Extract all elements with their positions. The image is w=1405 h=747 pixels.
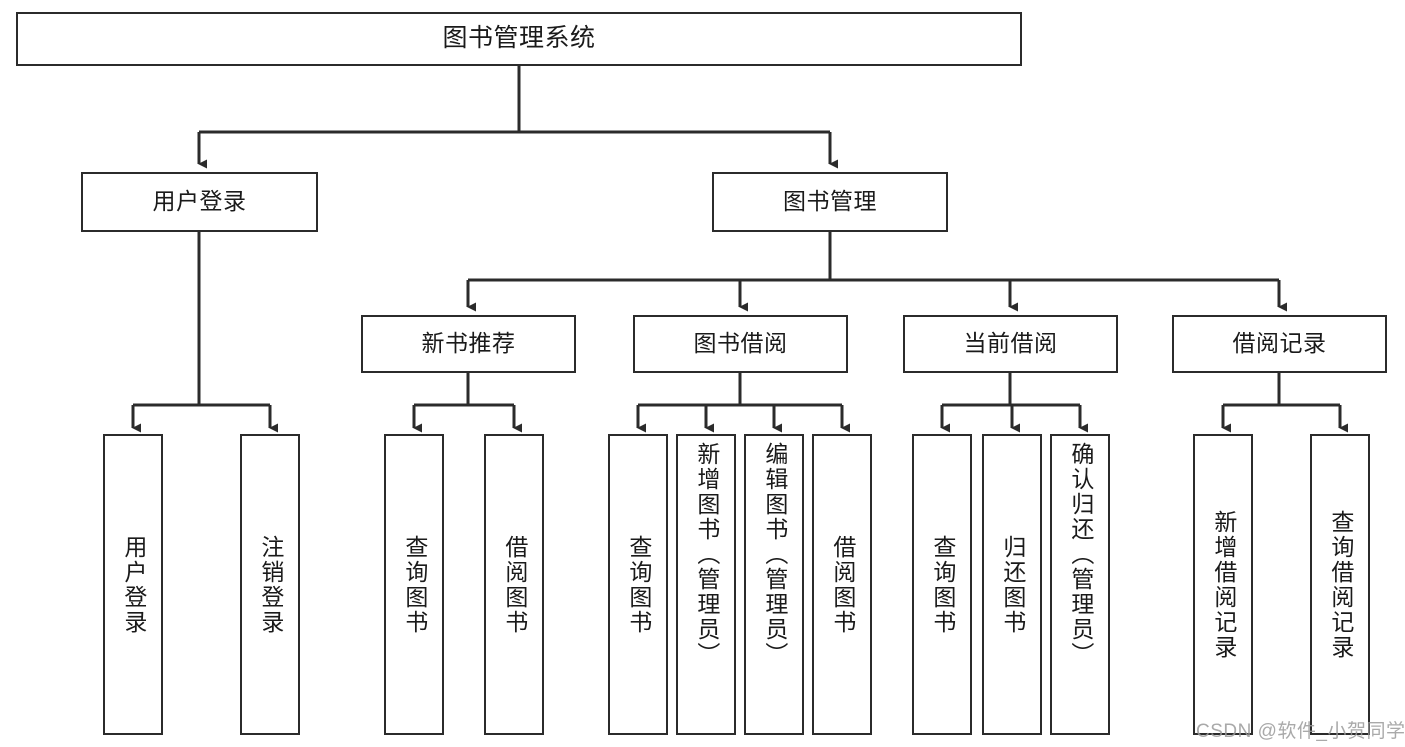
node-label: 借阅图书 [501, 534, 528, 635]
node-user-login[interactable]: 用户登录 [81, 172, 318, 232]
node-leaf-query-borrow-record[interactable]: 查询借阅记录 [1310, 434, 1370, 735]
node-root-system[interactable]: 图书管理系统 [16, 12, 1022, 66]
node-borrow-record[interactable]: 借阅记录 [1172, 315, 1387, 373]
node-leaf-user-login[interactable]: 用户登录 [103, 434, 163, 735]
node-label: 归还图书 [999, 534, 1026, 635]
node-label: 注销登录 [257, 534, 284, 635]
node-leaf-query-book-current[interactable]: 查询图书 [912, 434, 972, 735]
node-label: 查询借阅记录 [1327, 509, 1354, 660]
node-leaf-edit-book-admin[interactable]: 编辑图书（管理员） [744, 434, 804, 735]
node-label: 用户登录 [120, 534, 147, 635]
node-leaf-return-book[interactable]: 归还图书 [982, 434, 1042, 735]
node-leaf-confirm-return-admin[interactable]: 确认归还（管理员） [1050, 434, 1110, 735]
node-new-book-recommend[interactable]: 新书推荐 [361, 315, 576, 373]
node-label: 新增借阅记录 [1210, 509, 1237, 660]
node-label: 当前借阅 [963, 330, 1058, 357]
node-current-borrow[interactable]: 当前借阅 [903, 315, 1118, 373]
node-label: 确认归还（管理员） [1067, 442, 1094, 667]
node-leaf-logout[interactable]: 注销登录 [240, 434, 300, 735]
node-label: 查询图书 [929, 534, 956, 635]
node-leaf-borrow-book-recommend[interactable]: 借阅图书 [484, 434, 544, 735]
node-label: 借阅记录 [1232, 330, 1327, 357]
node-label: 新增图书（管理员） [693, 442, 720, 667]
node-label: 新书推荐 [421, 330, 516, 357]
node-leaf-query-book-borrow[interactable]: 查询图书 [608, 434, 668, 735]
node-label: 图书管理 [783, 188, 877, 215]
node-label: 编辑图书（管理员） [761, 442, 788, 667]
node-leaf-add-book-admin[interactable]: 新增图书（管理员） [676, 434, 736, 735]
node-leaf-query-book-recommend[interactable]: 查询图书 [384, 434, 444, 735]
node-label: 用户登录 [152, 188, 247, 215]
csdn-watermark: CSDN @软件_小贺同学 [1196, 721, 1405, 742]
node-label: 查询图书 [401, 534, 428, 635]
node-label: 图书借阅 [693, 330, 788, 357]
node-leaf-borrow-book[interactable]: 借阅图书 [812, 434, 872, 735]
node-label: 图书管理系统 [442, 24, 596, 53]
node-label: 查询图书 [625, 534, 652, 635]
node-label: 借阅图书 [829, 534, 856, 635]
node-leaf-add-borrow-record[interactable]: 新增借阅记录 [1193, 434, 1253, 735]
node-book-borrow[interactable]: 图书借阅 [633, 315, 848, 373]
node-book-management[interactable]: 图书管理 [712, 172, 948, 232]
